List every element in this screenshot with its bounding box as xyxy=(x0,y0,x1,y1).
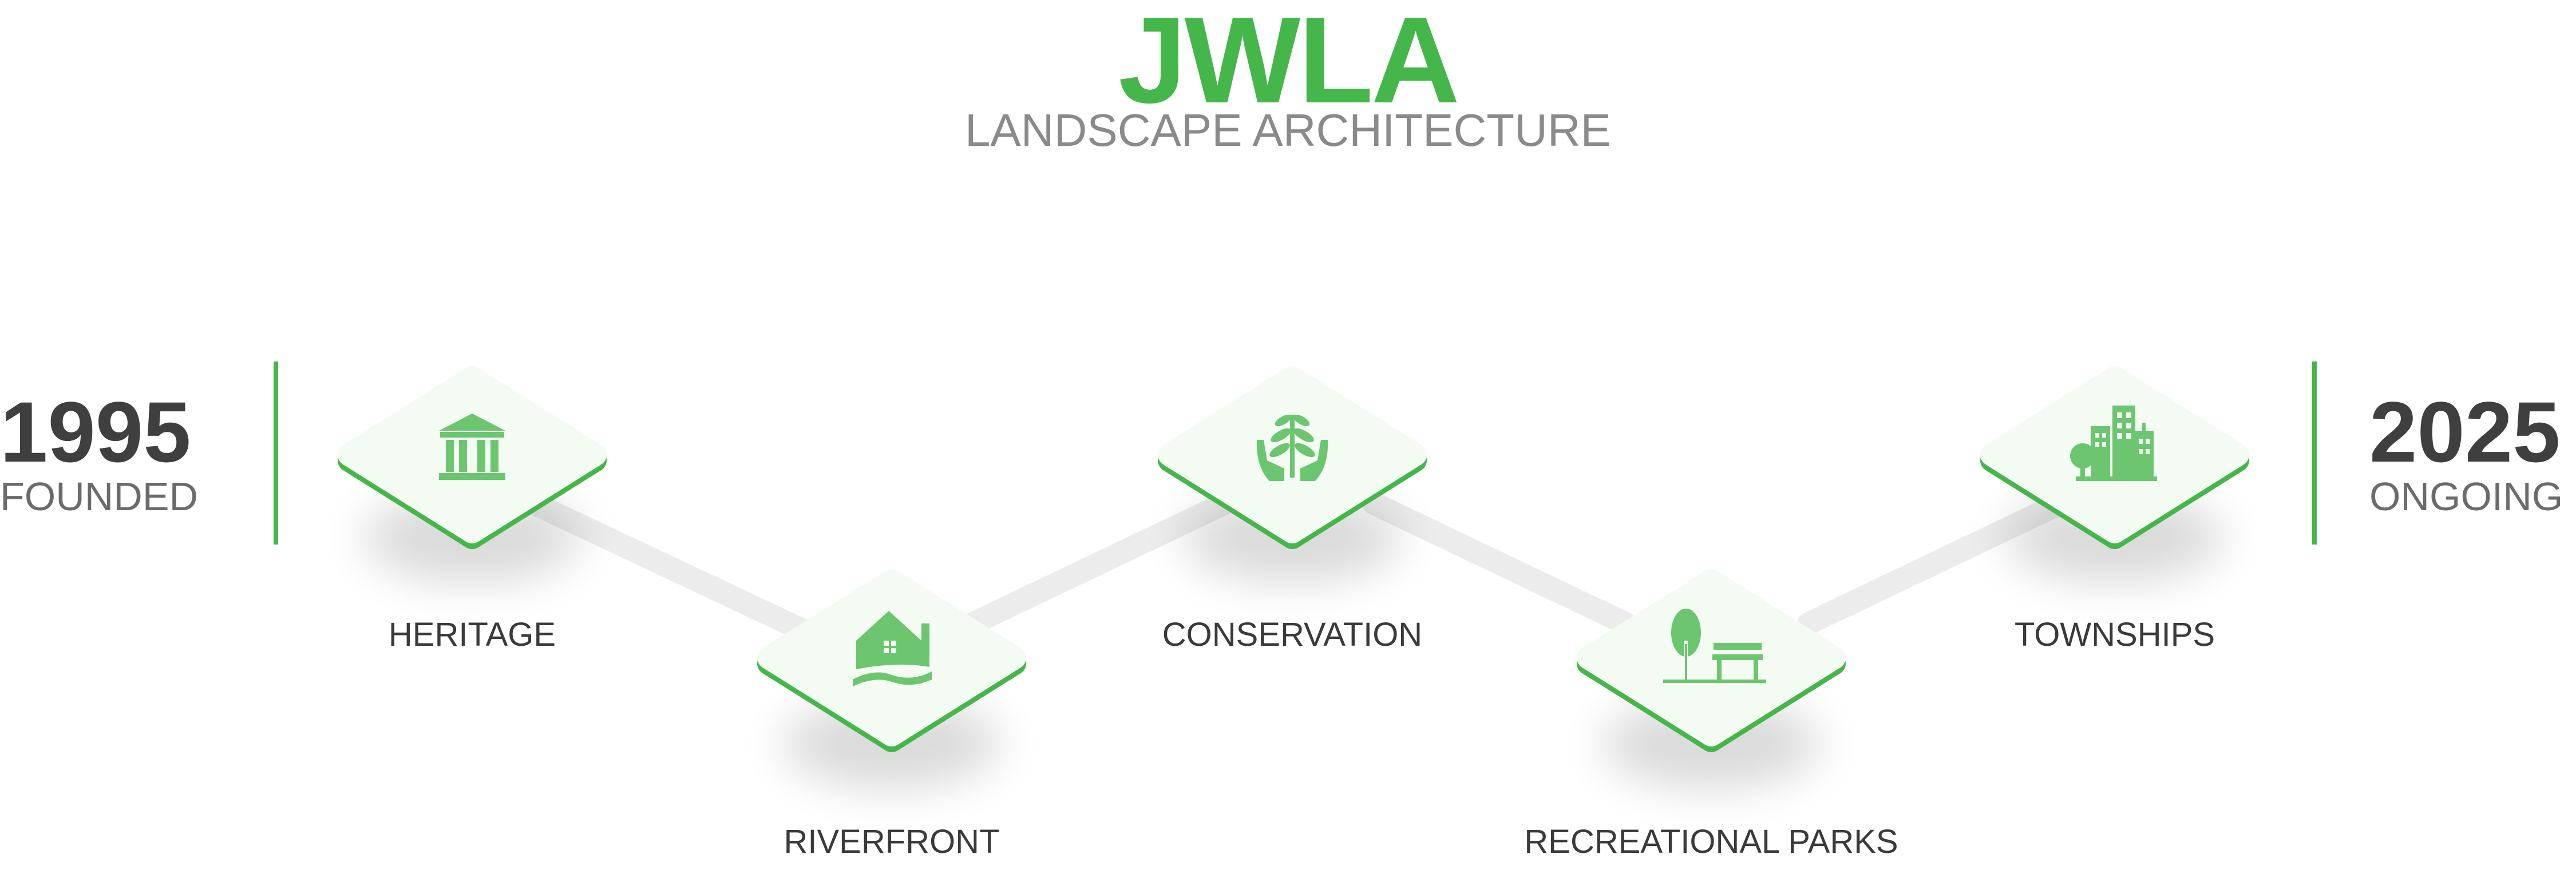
end-year-label: ONGOING xyxy=(2369,474,2563,519)
museum-icon xyxy=(439,414,505,480)
stage-label-conservation: CONSERVATION xyxy=(1162,616,1423,653)
riverfront-house-icon xyxy=(853,611,932,686)
city-buildings-icon xyxy=(2070,406,2157,481)
stage-tile-conservation xyxy=(1158,366,1427,549)
stage-tile-townships xyxy=(1980,366,2249,549)
start-divider xyxy=(274,361,278,545)
stage-tile-riverfront xyxy=(757,569,1026,752)
hands-plant-icon xyxy=(1256,414,1328,481)
connector-3-4 xyxy=(1362,492,1637,635)
stage-label-riverfront: RIVERFRONT xyxy=(784,823,1000,860)
stage-tile-heritage xyxy=(338,366,607,549)
start-year: 1995 xyxy=(0,384,191,480)
stage-label-recreational-parks: RECREATIONAL PARKS xyxy=(1524,823,1898,860)
start-year-label: FOUNDED xyxy=(0,474,199,519)
park-bench-tree-icon xyxy=(1663,609,1766,683)
stage-tile-recreational-parks xyxy=(1577,569,1846,752)
connector-2-3 xyxy=(961,492,1236,635)
end-divider xyxy=(2312,361,2317,545)
brand-subtitle: LANDSCAPE ARCHITECTURE xyxy=(964,105,1612,156)
stage-label-heritage: HERITAGE xyxy=(388,616,556,653)
brand-title: JWLA xyxy=(1118,0,1460,129)
stage-label-townships: TOWNSHIPS xyxy=(2014,616,2215,653)
end-year: 2025 xyxy=(2369,384,2561,480)
